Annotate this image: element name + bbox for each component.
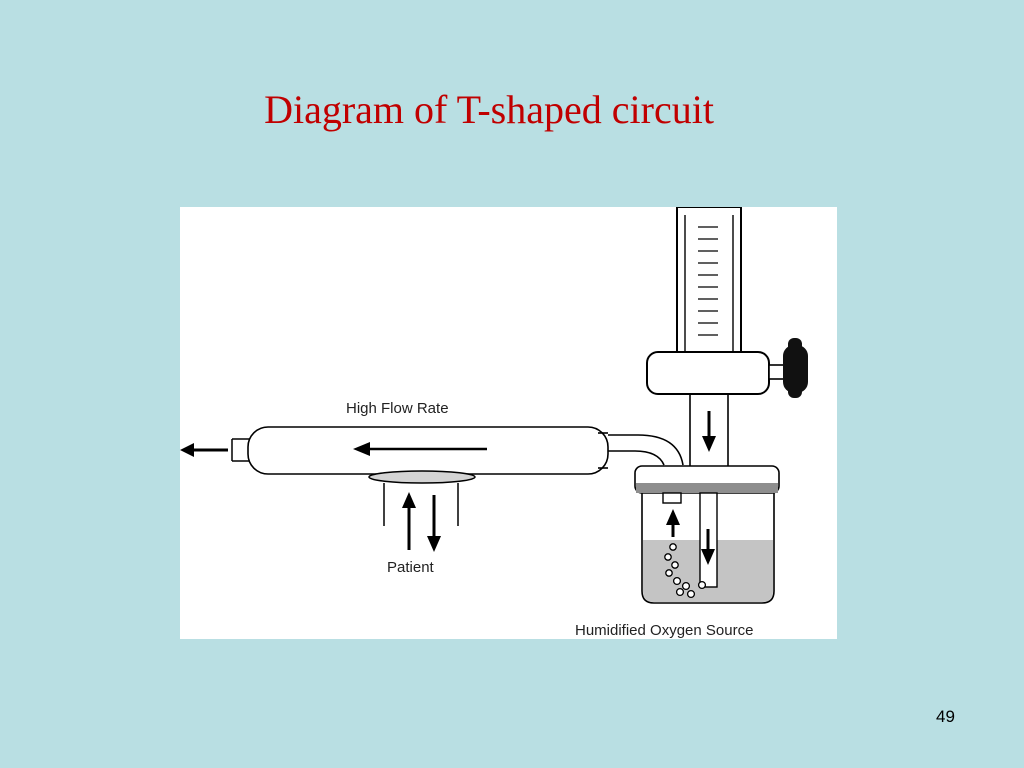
dip-tube-down-arrow [701,529,715,565]
flowmeter-stem [689,394,729,469]
slide-title: Diagram of T-shaped circuit [264,87,714,132]
flowmeter [676,207,742,358]
humidifier-outlet [662,492,682,504]
outlet-up-arrow [666,509,680,537]
patient-inhale-arrow [402,492,416,550]
t-circuit-svg: High Flow Rate Patient Humidified Oxygen… [180,207,808,639]
label-humidified-oxygen-source: Humidified Oxygen Source [575,622,753,639]
flow-arrow [353,442,487,456]
t-circuit-diagram: High Flow Rate Patient Humidified Oxygen… [180,207,837,639]
t-tube [247,426,609,475]
flowmeter-body [646,351,770,395]
patient-exhale-arrow [427,495,441,552]
label-patient: Patient [387,559,435,576]
patient-port [368,470,476,484]
label-high-flow-rate: High Flow Rate [346,400,449,417]
elbow-connector [598,432,684,469]
patient-port-lines [383,483,459,526]
flowmeter-scale [698,226,718,336]
page-number: 49 [936,707,955,726]
flow-control-knob[interactable] [768,338,808,398]
exhaust-arrow [180,443,228,457]
humidifier-lid-band [636,483,778,493]
bubbles [664,543,707,599]
oxygen-down-arrow [702,411,716,452]
